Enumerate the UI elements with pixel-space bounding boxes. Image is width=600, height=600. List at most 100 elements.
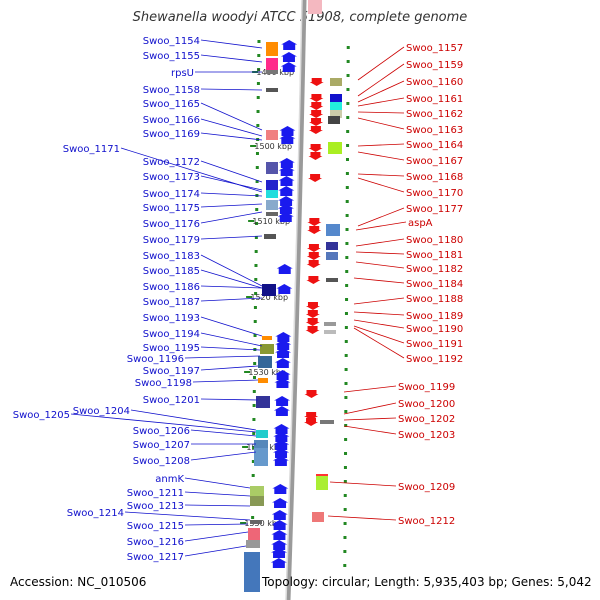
gene-label-left: Swoo_1206 — [133, 426, 190, 437]
track-dot — [346, 102, 350, 105]
gene-block — [266, 162, 278, 174]
reverse-gene-arrow — [308, 126, 323, 134]
track-dot — [343, 480, 347, 483]
track-dot — [346, 88, 350, 91]
leader-line — [355, 221, 407, 231]
gene-label-right: Swoo_1188 — [406, 294, 463, 305]
leader-line — [130, 409, 257, 431]
reverse-gene-arrow — [304, 390, 319, 398]
reverse-gene-arrow — [308, 144, 323, 152]
forward-gene-arrow — [271, 510, 288, 520]
gene-label-right: Swoo_1159 — [406, 60, 463, 71]
leader-line — [200, 211, 263, 224]
gene-block — [326, 278, 338, 282]
gene-label-right: Swoo_1164 — [406, 140, 463, 151]
gene-label-right: Swoo_1160 — [406, 77, 463, 88]
accession-text: Accession: NC_010506 — [10, 575, 147, 589]
leader-line — [329, 481, 397, 487]
track-dot — [252, 404, 256, 407]
forward-gene-arrow — [273, 448, 290, 458]
gene-label-left: Swoo_1204 — [73, 406, 130, 417]
forward-gene-arrow — [279, 126, 296, 136]
gene-label-right: Swoo_1200 — [398, 399, 455, 410]
gene-label-left: Swoo_1208 — [133, 456, 190, 467]
track-dot — [255, 166, 259, 169]
forward-gene-arrow — [272, 456, 289, 466]
gene-label-right: Swoo_1190 — [406, 324, 463, 335]
leader-line — [353, 319, 405, 329]
forward-gene-arrow — [274, 378, 291, 388]
leader-line — [200, 118, 263, 137]
track-dot — [254, 250, 258, 253]
gene-label-left: Swoo_1166 — [143, 115, 200, 126]
gene-label-right: Swoo_1202 — [398, 414, 455, 425]
track-dot — [344, 326, 348, 329]
gene-block — [266, 88, 278, 92]
gene-block — [258, 356, 272, 368]
leader-line — [357, 97, 405, 107]
gene-block — [266, 180, 278, 190]
gene-block — [266, 212, 278, 216]
gene-block — [330, 110, 342, 118]
track-dot — [346, 116, 350, 119]
track-dot — [343, 494, 347, 497]
leader-line — [343, 425, 397, 435]
reverse-gene-arrow — [305, 318, 320, 326]
gene-block — [328, 142, 342, 154]
leader-line — [200, 102, 263, 131]
gene-label-left: Swoo_1216 — [127, 537, 184, 548]
forward-gene-arrow — [271, 540, 288, 550]
gene-block — [330, 102, 342, 110]
track-dot — [255, 152, 259, 155]
leader-line — [184, 491, 251, 497]
gene-block — [256, 396, 270, 408]
forward-gene-arrow — [275, 340, 292, 350]
gene-label-left: Swoo_1193 — [143, 313, 200, 324]
scale-label: 1520 kbp — [250, 293, 288, 302]
gene-label-left: Swoo_1185 — [143, 266, 200, 277]
gene-block — [320, 420, 334, 424]
leader-line — [200, 235, 263, 240]
track-dot — [345, 186, 349, 189]
gene-label-left: Swoo_1183 — [143, 251, 200, 262]
track-dot — [257, 54, 261, 57]
track-dot — [344, 452, 348, 455]
track-dot — [345, 298, 349, 301]
gene-label-right: Swoo_1167 — [406, 156, 463, 167]
track-dot — [343, 536, 347, 539]
track-dot — [345, 200, 349, 203]
gene-block — [324, 330, 336, 334]
leader-line — [357, 173, 405, 177]
track-dot — [344, 340, 348, 343]
gene-label-left: Swoo_1198 — [135, 378, 192, 389]
track-dot — [257, 68, 261, 71]
gene-label-left: Swoo_1213 — [127, 501, 184, 512]
track-dot — [254, 292, 258, 295]
track-dot — [257, 40, 261, 43]
gene-label-right: Swoo_1199 — [398, 382, 455, 393]
track-dot — [346, 74, 350, 77]
leader-line — [184, 355, 261, 359]
gene-label-left: Swoo_1174 — [143, 189, 200, 200]
track-dot — [253, 320, 257, 323]
forward-gene-arrow — [278, 166, 295, 176]
forward-gene-arrow — [273, 440, 290, 450]
gene-block — [260, 344, 274, 354]
gene-block — [254, 440, 268, 448]
forward-gene-arrow — [278, 186, 295, 196]
forward-gene-arrow — [273, 432, 290, 442]
track-dot — [252, 390, 256, 393]
forward-gene-arrow — [276, 284, 293, 294]
scale-label: 1550 kbp — [244, 519, 282, 528]
leader-line — [357, 63, 405, 97]
track-dot — [343, 466, 347, 469]
leader-line — [184, 545, 247, 557]
leader-line — [192, 379, 259, 383]
gene-block — [266, 130, 278, 140]
forward-gene-arrow — [271, 548, 288, 558]
leader-line — [357, 151, 405, 161]
gene-block — [248, 528, 260, 540]
forward-gene-arrow — [274, 358, 291, 368]
gene-label-left: Swoo_1186 — [143, 282, 200, 293]
forward-gene-arrow — [272, 484, 289, 494]
